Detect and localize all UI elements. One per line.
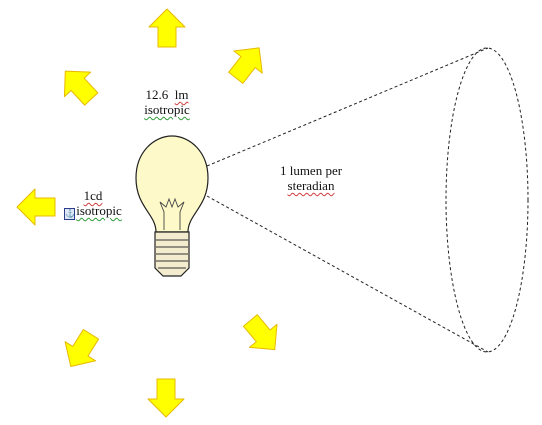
intensity-isotropic: isotropic bbox=[76, 203, 122, 218]
arrow-up-icon bbox=[148, 8, 186, 48]
text-frame-marker-icon: ⚓ bbox=[64, 208, 76, 220]
arrow-down-right-icon bbox=[236, 308, 290, 362]
bulb-glass bbox=[135, 135, 209, 233]
arrow-up-left-icon bbox=[51, 58, 105, 112]
intensity-isotropic-line: ⚓isotropic bbox=[62, 203, 124, 220]
intensity-label: 1cd ⚓isotropic bbox=[62, 188, 124, 220]
cone-lower-edge bbox=[206, 195, 489, 353]
cone-upper-edge bbox=[206, 47, 489, 167]
cone-label: 1 lumen per steradian bbox=[270, 163, 352, 193]
bulb-flux-line: 12.6 lm bbox=[138, 87, 196, 102]
bulb-filament bbox=[159, 197, 185, 230]
arrow-down-icon bbox=[147, 378, 185, 418]
cone-label-line-2: steradian bbox=[287, 178, 335, 193]
light-bulb-icon bbox=[135, 135, 209, 277]
arrow-down-left-icon bbox=[55, 324, 107, 377]
cone-label-line-1: 1 lumen per bbox=[279, 163, 343, 178]
bulb-flux-unit: lm bbox=[174, 87, 189, 102]
arrow-left-icon bbox=[16, 188, 56, 226]
bulb-flux-label: 12.6 lm isotropic bbox=[138, 87, 196, 117]
cone-base-ellipse bbox=[445, 47, 529, 353]
bulb-flux-value: 12.6 bbox=[145, 87, 169, 102]
steradian-cone-icon bbox=[206, 47, 529, 353]
intensity-value: 1cd bbox=[83, 188, 103, 203]
arrow-up-right-icon bbox=[221, 36, 274, 90]
bulb-flux-isotropic: isotropic bbox=[144, 102, 190, 117]
